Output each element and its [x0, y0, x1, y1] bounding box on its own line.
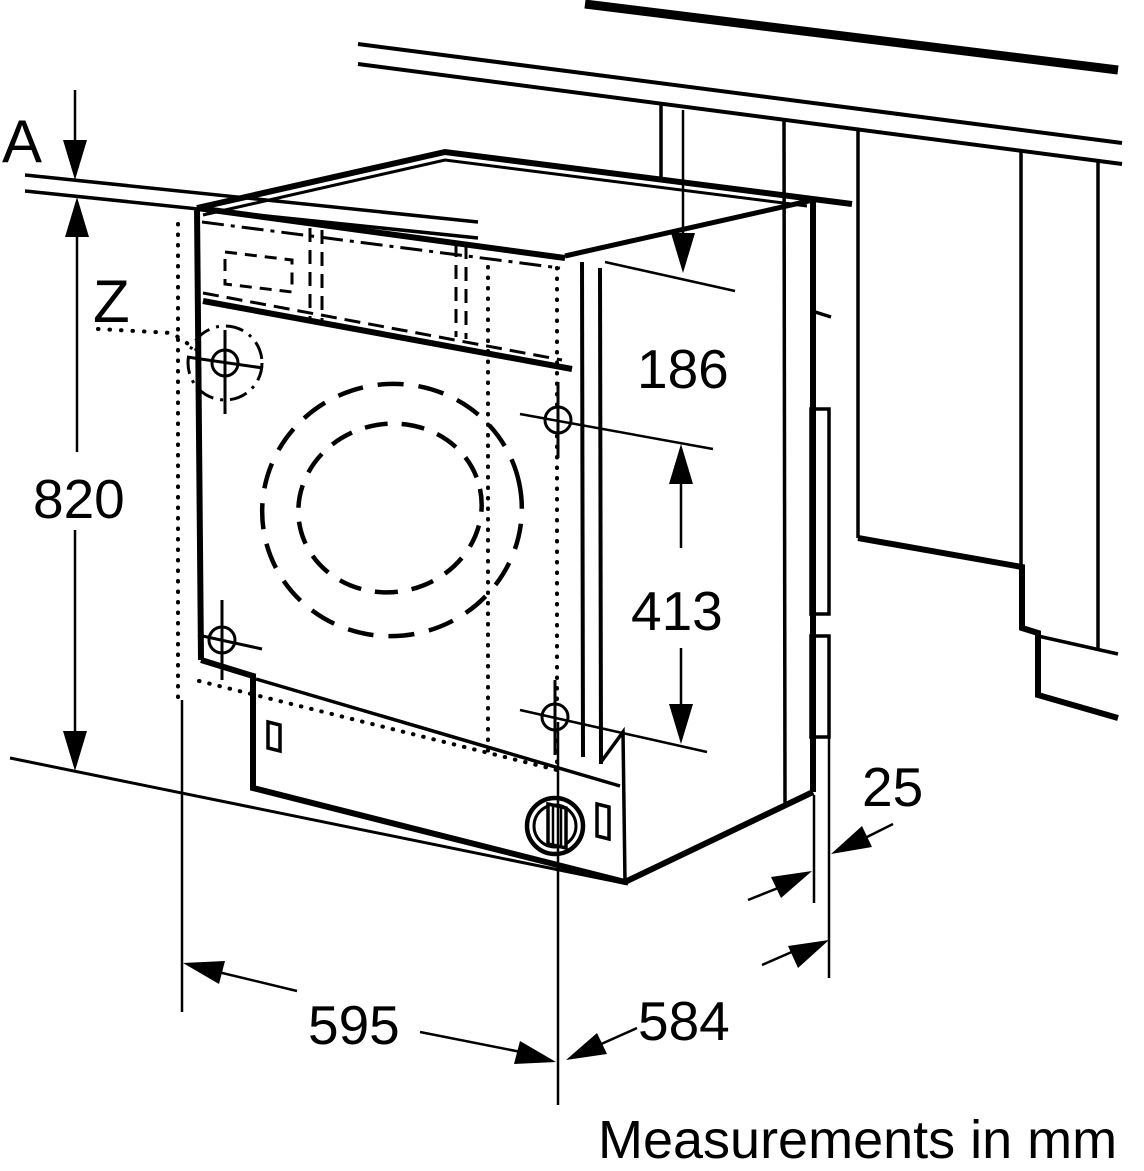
- pump-access-cap: [524, 795, 586, 857]
- display-window: [223, 250, 294, 294]
- floor-line: [9, 756, 629, 886]
- machine-body: [194, 148, 853, 886]
- control-panel: [201, 220, 573, 372]
- dimension-top-clearance: [604, 110, 736, 293]
- footnote-units: Measurements in mm: [598, 1110, 1117, 1170]
- dimension-rear-gap: [747, 795, 894, 903]
- label-detail-z: Z: [93, 268, 130, 335]
- plinth-slot-left: [266, 719, 282, 754]
- drum-door: [259, 381, 525, 639]
- dimension-front-width: [180, 700, 560, 1105]
- z-detail-circle: [186, 324, 264, 402]
- dimension-depth: [566, 733, 831, 1060]
- label-width-595: 595: [308, 994, 400, 1056]
- mounting-holes: [186, 324, 573, 755]
- cabinet-verticals: [659, 104, 1100, 806]
- niche-dotted-lines: [176, 222, 559, 774]
- label-holes-413: 413: [631, 580, 723, 642]
- adjacent-cabinet-step: [857, 535, 1119, 721]
- label-depth-584: 584: [638, 990, 730, 1052]
- dimension-height: [63, 235, 87, 771]
- plinth-slot-right: [595, 801, 611, 842]
- label-gap-25: 25: [862, 756, 923, 818]
- worktop-lines: [357, 0, 1123, 166]
- label-clearance-186: 186: [637, 338, 729, 400]
- dimension-worktop-gap: [63, 90, 89, 237]
- dimension-hole-spacing: [519, 412, 714, 754]
- z-leader-dots: [96, 327, 202, 354]
- label-height-820: 820: [33, 468, 125, 530]
- label-worktop-gap: A: [2, 108, 42, 175]
